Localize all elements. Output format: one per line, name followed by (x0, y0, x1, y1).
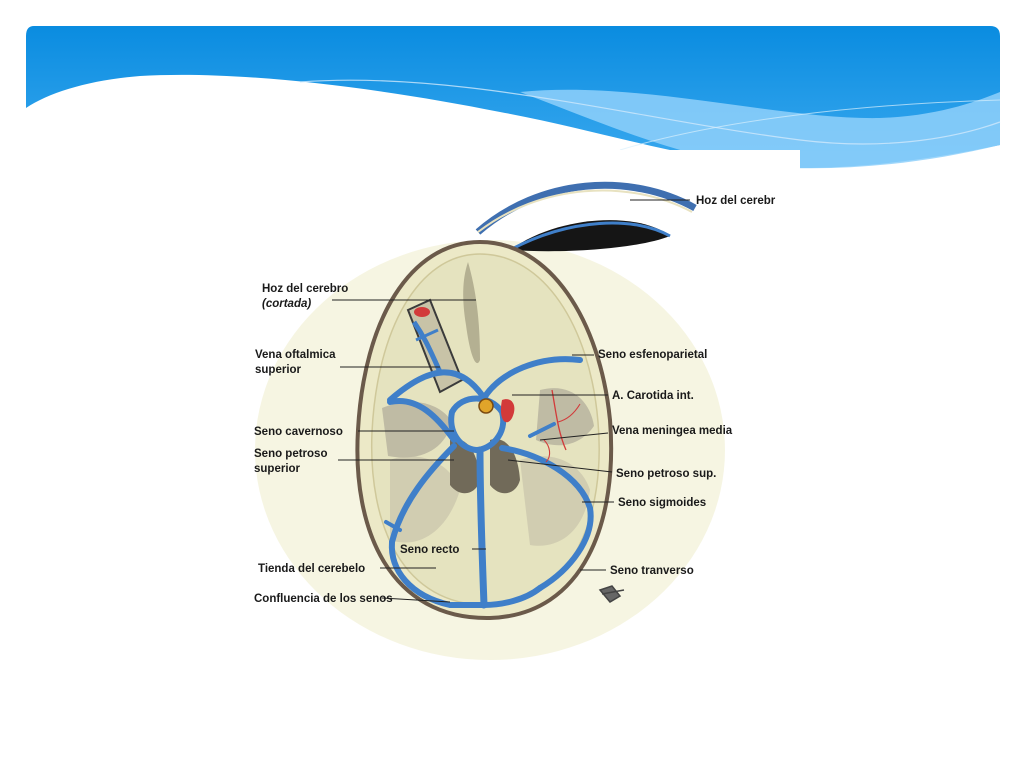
label-vena-meningea-media: Vena meningea media (612, 425, 733, 437)
slide-banner (26, 26, 1001, 169)
label-vena-oftalmica: Vena oftalmica (255, 349, 336, 361)
artist-signature (598, 585, 625, 603)
label-confluencia-de-los-senos: Confluencia de los senos (254, 593, 393, 605)
straight-sinus (476, 446, 488, 609)
sigmoid-stub (384, 520, 402, 532)
transverse-sinus-left (388, 539, 487, 608)
label-seno-petroso: Seno petroso (254, 448, 327, 460)
cavernous-ring (448, 395, 507, 454)
falx-cerebri-top (475, 181, 697, 252)
dural-sinuses-diagram: Hoz del cerebr Hoz del cerebro (cortada)… (240, 150, 800, 670)
petrosal-sinus-right (499, 445, 594, 591)
transverse-sinus-right (481, 585, 543, 608)
banner-wave-light (520, 89, 1000, 169)
venous-sinuses (384, 356, 594, 609)
label-vena-oftalmica-superior: superior (255, 364, 302, 376)
label-seno-petroso-superior: superior (254, 463, 301, 475)
label-seno-tranverso: Seno tranverso (610, 565, 694, 577)
label-tienda-del-cerebelo: Tienda del cerebelo (258, 563, 365, 575)
label-hoz-del-cerebro-top: Hoz del cerebr (696, 195, 776, 207)
internal-carotid (478, 389, 581, 463)
label-carotida-int: A. Carotida int. (612, 390, 694, 402)
label-seno-cavernoso: Seno cavernoso (254, 426, 343, 438)
banner-wave-line-2 (619, 99, 1001, 151)
cavernous-sinus-left (387, 398, 457, 443)
banner-wave-line (299, 79, 1001, 145)
meningeal-vein (528, 422, 556, 438)
label-seno-esfenoparietal: Seno esfenoparietal (598, 349, 707, 361)
leader-lines (332, 199, 690, 603)
label-seno-petroso-sup: Seno petroso sup. (616, 468, 716, 480)
label-seno-recto: Seno recto (400, 544, 459, 556)
label-hoz-del-cerebro-cut: Hoz del cerebro (262, 283, 348, 295)
falx-cut-shading (463, 262, 480, 364)
label-seno-sigmoides: Seno sigmoides (618, 497, 706, 509)
label-cortada: (cortada) (262, 298, 311, 310)
